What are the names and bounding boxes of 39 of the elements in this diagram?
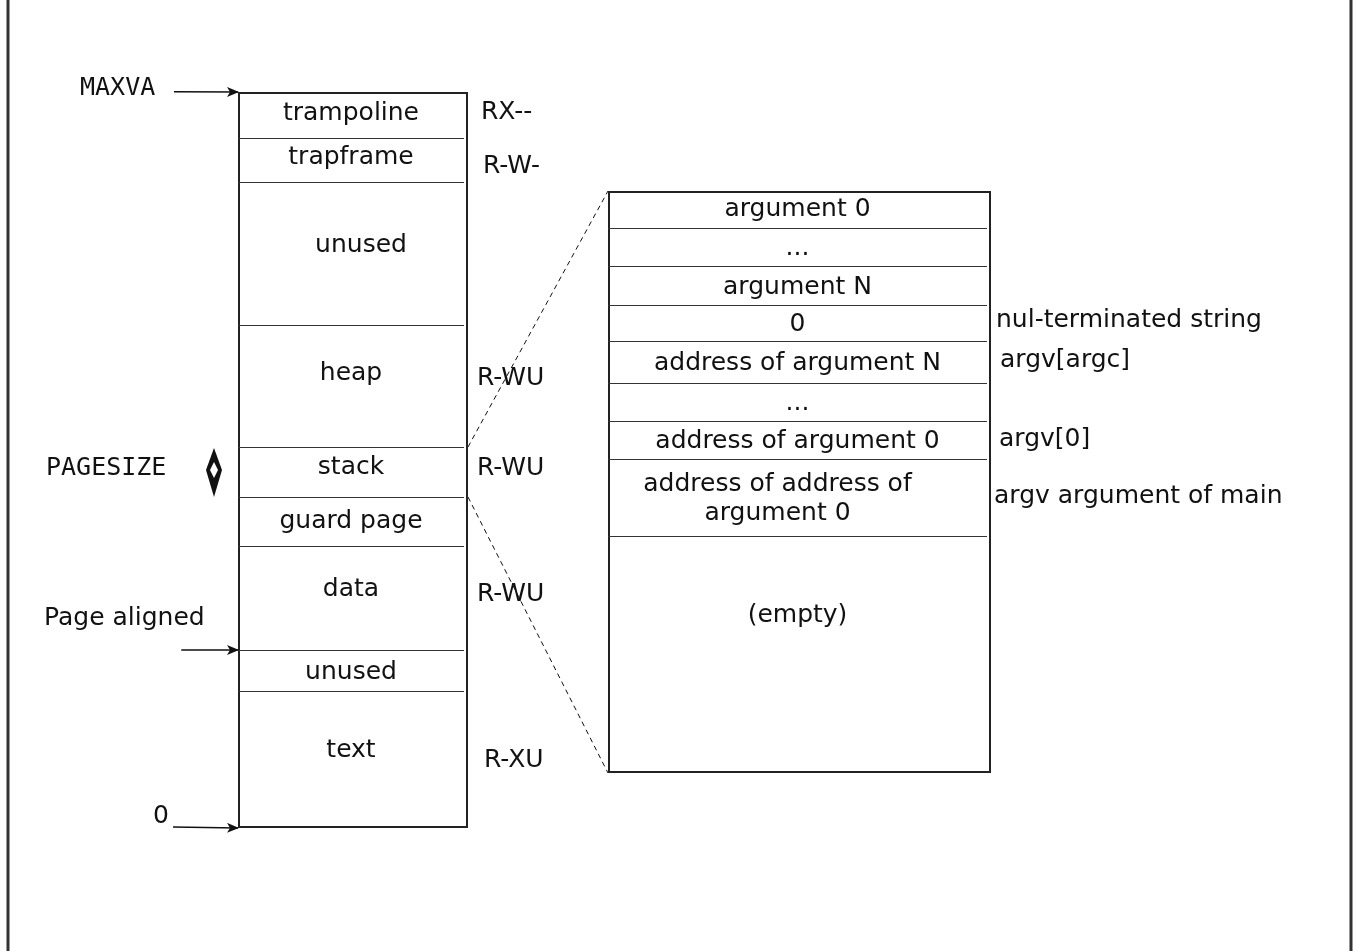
region-label: unused [304,656,398,686]
permission-label: RX-- [481,96,533,125]
region-label: (empty) [746,600,849,629]
permission-label: R-WU [477,362,545,391]
zoom-line [467,496,609,774]
region-label: text [325,735,377,764]
annotation-label: argv argument of main [994,480,1283,509]
pointer-label: 0 [153,800,169,829]
annotation-label: argv[argc] [1000,344,1131,373]
region-label: trapframe [287,142,415,171]
region-label: address of argument N [652,348,943,377]
region-label: trampoline [281,97,420,127]
permission-label: R-XU [484,744,544,773]
pointer-label: Page aligned [44,602,205,631]
dimension-label: PAGESIZE [46,452,167,481]
region-label: address of argument 0 [654,426,941,455]
region-label: ... [784,233,811,262]
permission-label: R-W- [483,150,541,179]
permission-label: R-WU [477,578,545,607]
annotation-label: nul-terminated string [996,304,1262,333]
zoom-line [467,190,609,448]
region-label: stack [316,452,386,481]
pointer-arrow [172,822,239,833]
region-label: argument N [722,271,873,301]
argument-stack-box [608,191,991,773]
region-label: 0 [788,309,807,338]
address-space-column [238,92,468,828]
region-label: argument 0 [723,194,872,223]
region-label: address of address of argument 0 [642,469,914,527]
region-label: heap [318,358,384,387]
pointer-arrow [180,645,239,655]
pointer-arrow [173,86,239,97]
annotation-label: argv[0] [999,423,1091,452]
region-label: unused [314,229,408,259]
pointer-label: MAXVA [80,72,156,101]
permission-label: R-WU [477,452,545,481]
region-label: ... [784,388,811,417]
region-label: data [321,574,381,603]
region-label: guard page [278,505,424,535]
